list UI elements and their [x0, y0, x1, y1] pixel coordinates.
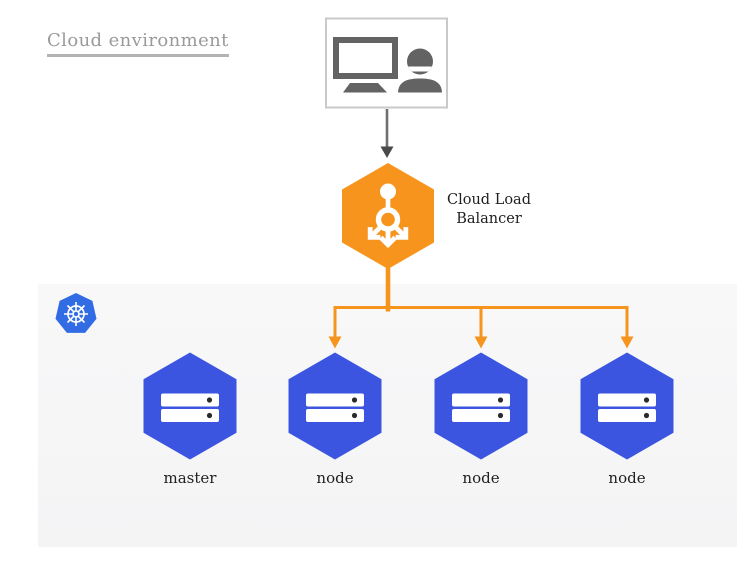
node-hexagon	[580, 352, 674, 460]
load-balancer-icon	[367, 183, 409, 249]
node-hexagon	[288, 352, 382, 460]
arrowhead-node-3	[620, 336, 634, 349]
cloud-environment-title: Cloud environment	[47, 30, 229, 57]
server-icon	[306, 393, 364, 422]
client-to-lb-arrow	[380, 109, 394, 158]
server-icon	[161, 393, 219, 422]
user-icon	[398, 48, 442, 93]
load-balancer-label: Cloud Load Balancer	[447, 192, 531, 227]
server-icon	[452, 393, 510, 422]
server-icon	[598, 393, 656, 422]
load-balancer-hexagon	[342, 163, 434, 269]
master-hexagon	[143, 352, 237, 460]
arrowhead-node-1	[328, 336, 342, 349]
monitor-icon	[333, 37, 398, 93]
node-hexagon	[434, 352, 528, 460]
kubernetes-logo-icon	[55, 293, 97, 333]
client-box	[325, 17, 448, 109]
node-label: node	[316, 469, 354, 487]
arrowhead-node-2	[474, 336, 488, 349]
master-label: master	[163, 469, 217, 487]
node-label: node	[608, 469, 646, 487]
lb-to-nodes-connector	[328, 268, 634, 349]
node-label: node	[462, 469, 500, 487]
